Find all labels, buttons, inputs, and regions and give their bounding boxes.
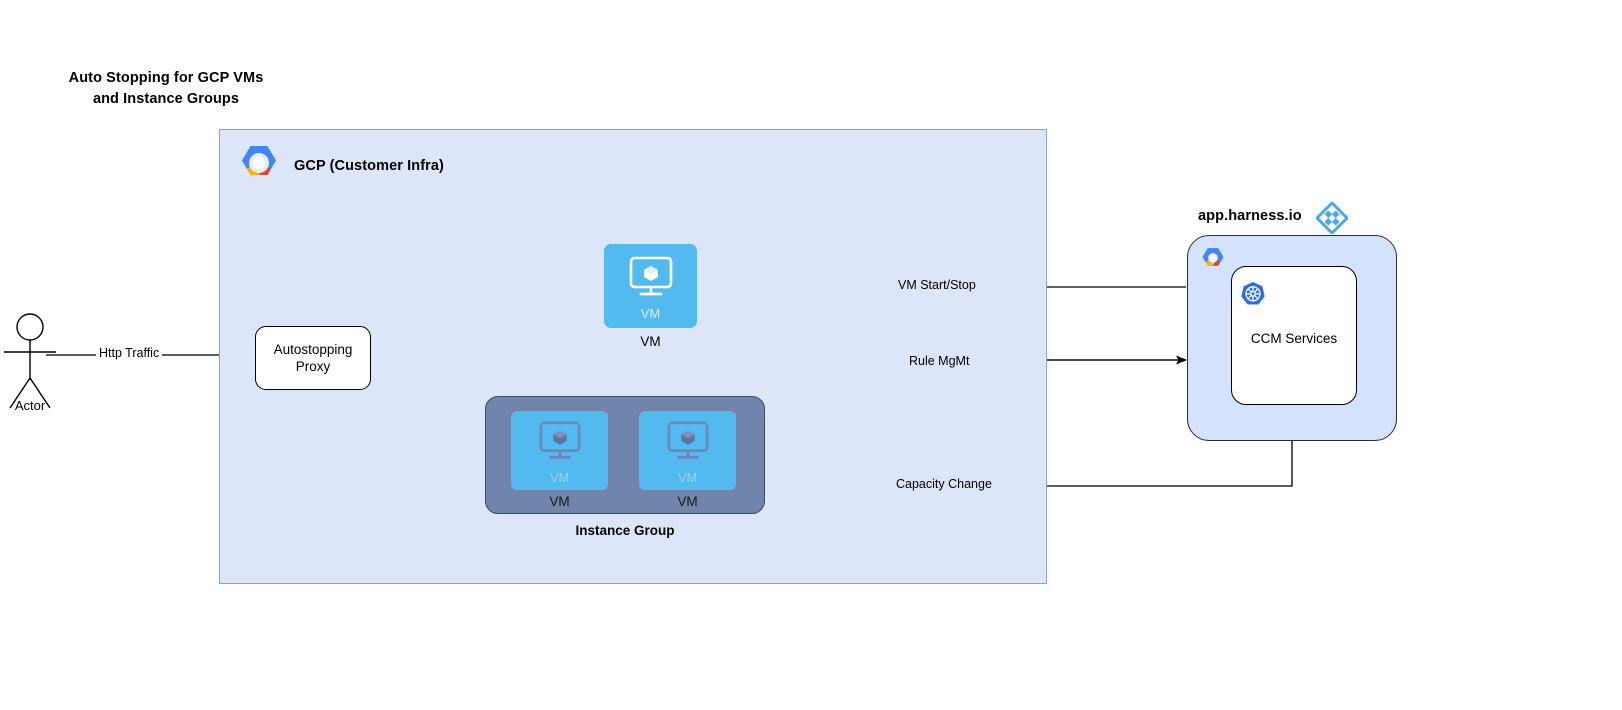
actor-label: Actor: [14, 398, 46, 413]
page-title: Auto Stopping for GCP VMs and Instance G…: [68, 70, 264, 107]
edge-label-vm-start-stop: VM Start/Stop: [895, 278, 979, 292]
gcp-hexagon-logo: [242, 146, 276, 175]
instance-group-container[interactable]: VM VM VM VM: [485, 396, 765, 514]
instance-group-vm-1-caption: VM: [549, 494, 570, 509]
kubernetes-helm-icon: [1241, 282, 1265, 305]
vm-inner-label: VM: [640, 306, 661, 321]
instance-group-vm-2-caption: VM: [677, 494, 698, 509]
gcp-hexagon-logo: [1202, 248, 1224, 266]
vm-monitor-cube-icon: [539, 421, 580, 459]
edge-label-capacity-change: Capacity Change: [893, 477, 995, 491]
vm-monitor-cube-icon: [667, 421, 708, 459]
instance-group-caption: Instance Group: [575, 523, 675, 538]
instance-group-vm-1[interactable]: VM: [511, 411, 608, 490]
ccm-services-label: CCM Services: [1250, 331, 1338, 346]
vm-inner-label: VM: [678, 471, 697, 485]
edge-label-rule-mgmt: Rule MgMt: [906, 354, 973, 368]
actor-stick-figure-icon: [4, 313, 56, 409]
vm-standalone-node[interactable]: VM: [604, 244, 697, 328]
edge-label-http-traffic: Http Traffic: [96, 346, 163, 360]
vm-standalone-caption: VM: [640, 334, 661, 349]
instance-group-vm-2[interactable]: VM: [639, 411, 736, 490]
autostopping-proxy-node[interactable]: Autostopping Proxy: [255, 326, 371, 390]
harness-label: app.harness.io: [1198, 208, 1302, 224]
harness-diamond-logo: [1316, 202, 1348, 234]
gcp-container-label: GCP (Customer Infra): [294, 158, 444, 174]
vm-monitor-cube-icon: [629, 256, 672, 296]
vm-inner-label: VM: [550, 471, 569, 485]
